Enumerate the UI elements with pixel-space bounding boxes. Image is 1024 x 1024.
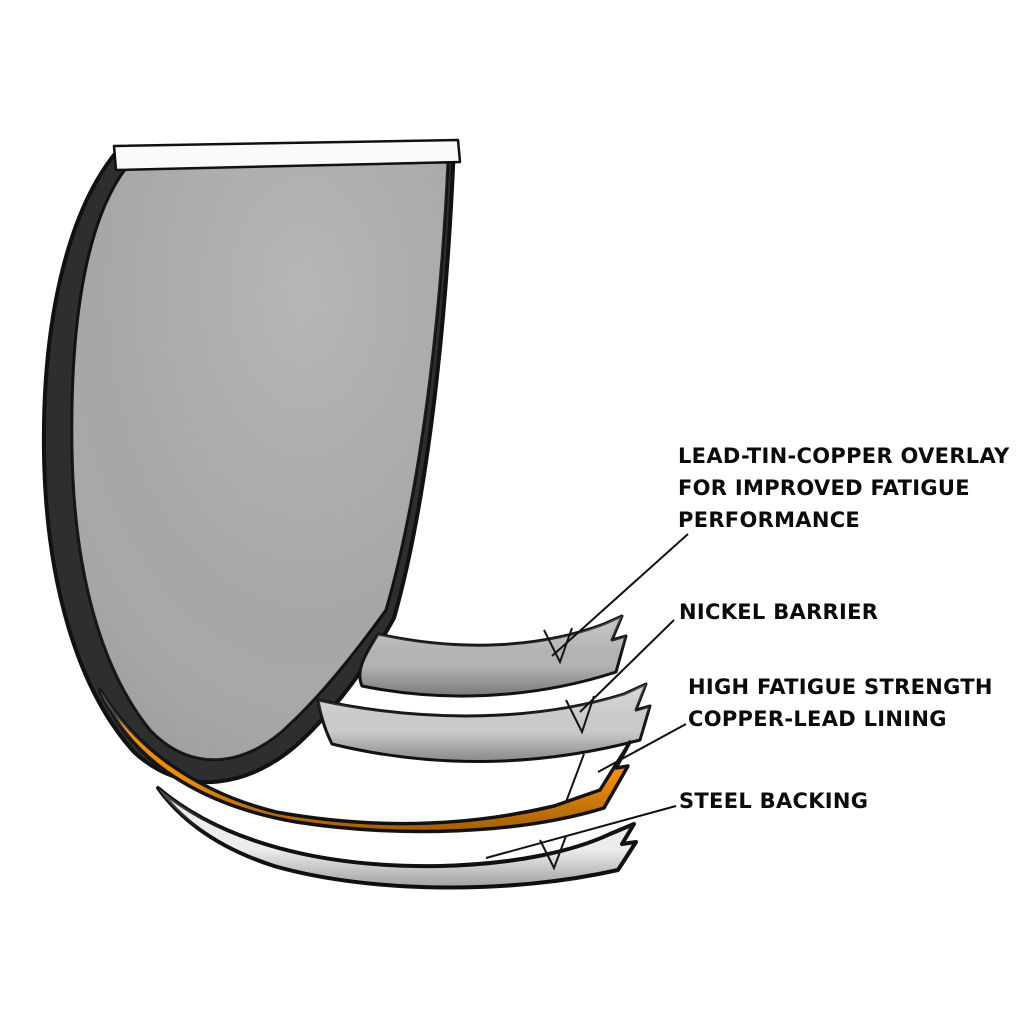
label-line: STEEL BACKING xyxy=(679,789,869,813)
label-line: COPPER-LEAD LINING xyxy=(688,707,947,731)
leader-line-nickel xyxy=(579,619,675,713)
bearing-shell-face-shading xyxy=(71,162,448,760)
label-nickel-barrier: NICKEL BARRIER xyxy=(679,596,878,628)
nickel-layer-band xyxy=(316,682,652,763)
overlay-layer-band xyxy=(358,614,628,698)
label-line: LEAD-TIN-COPPER OVERLAY xyxy=(678,444,1010,468)
nickel-cut-notch xyxy=(565,695,595,735)
label-overlay: LEAD-TIN-COPPER OVERLAY FOR IMPROVED FAT… xyxy=(678,440,1010,536)
label-steel-backing: STEEL BACKING xyxy=(679,785,868,817)
bearing-shell-top-rim xyxy=(112,138,462,172)
label-line: HIGH FATIGUE STRENGTH xyxy=(688,675,993,699)
label-line: PERFORMANCE xyxy=(678,508,861,532)
label-copper-lead-lining: HIGH FATIGUE STRENGTH COPPER-LEAD LINING xyxy=(688,671,993,735)
label-line: FOR IMPROVED FATIGUE xyxy=(678,476,970,500)
steel-cut-notch xyxy=(539,835,567,871)
steel-backing-band xyxy=(156,786,638,890)
leader-line-steel xyxy=(485,805,677,859)
copper-lead-layer-band xyxy=(98,688,632,834)
label-line: NICKEL BARRIER xyxy=(679,600,879,624)
copper-lead-cut-notch xyxy=(565,753,585,803)
leader-line-copper-lead xyxy=(597,723,687,773)
overlay-cut-notch xyxy=(543,627,573,665)
leader-line-overlay xyxy=(551,533,689,657)
leader-lines xyxy=(485,533,689,859)
